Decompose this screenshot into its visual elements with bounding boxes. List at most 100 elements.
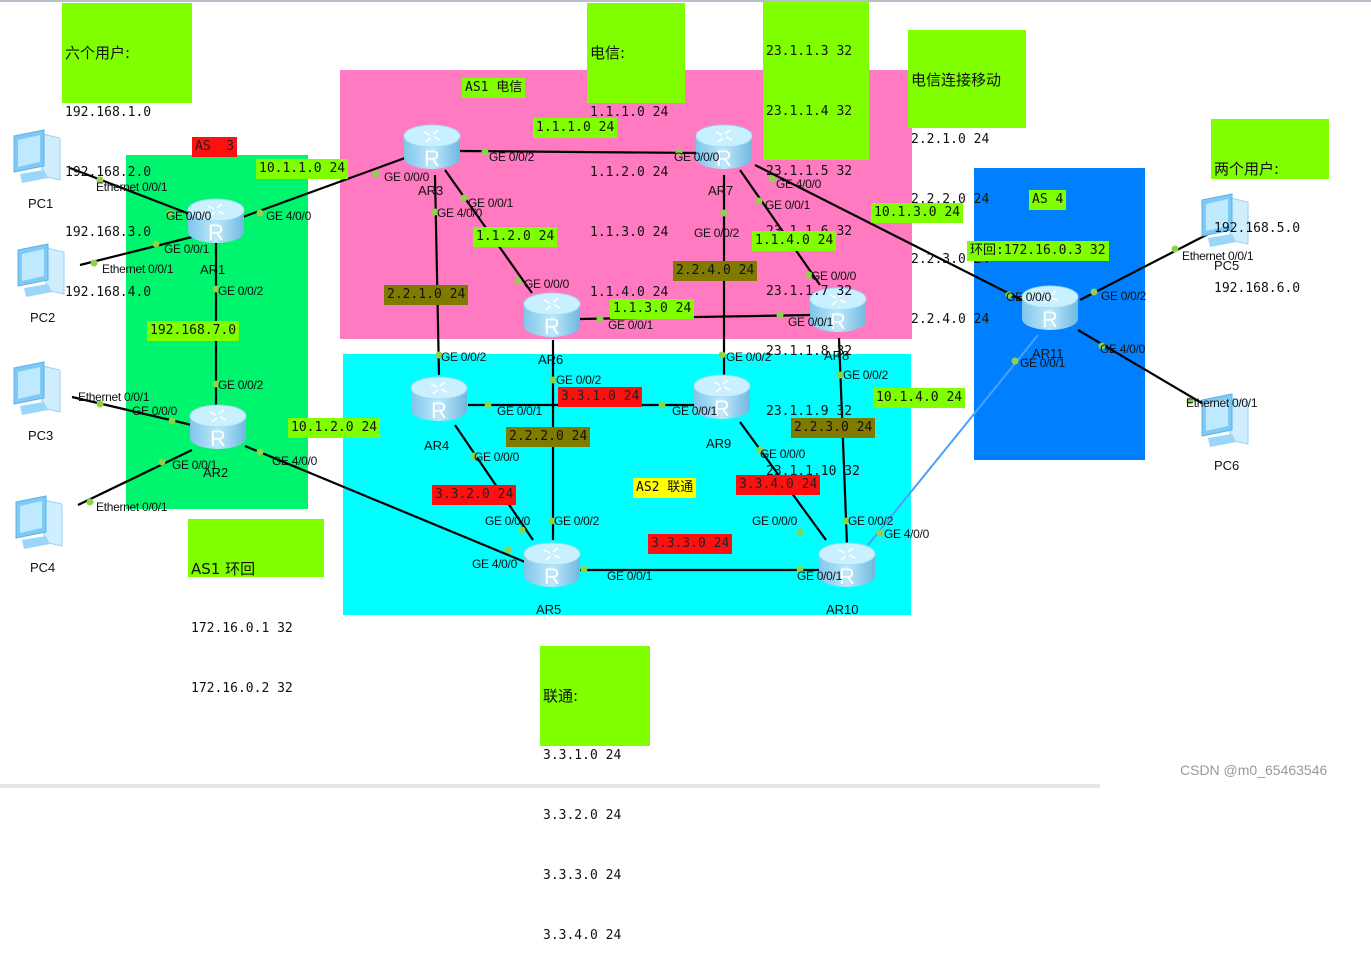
note-as1-loopback: AS1 环回 172.16.0.1 32 172.16.0.2 32 <box>188 519 324 696</box>
router-label: AR3 <box>418 183 444 198</box>
interface-label: GE 0/0/1 <box>468 196 513 210</box>
svg-text:R: R <box>544 314 560 339</box>
port-dot <box>435 351 443 359</box>
pc4-computer-icon[interactable] <box>10 492 72 554</box>
note-line: 3.3.2.0 24 <box>543 808 622 823</box>
port-dot <box>756 446 764 454</box>
router-ar5-icon[interactable]: R <box>522 540 582 590</box>
port-dot <box>1005 291 1013 299</box>
note-line: 23.1.1.4 32 <box>766 104 853 119</box>
pc-label: PC5 <box>1214 258 1240 273</box>
port-dot <box>166 209 174 217</box>
router-ar10-icon[interactable]: R <box>817 540 877 590</box>
note-title: 联通: <box>543 687 579 705</box>
note-telecom: 电信: 1.1.1.0 24 1.1.2.0 24 1.1.3.0 24 1.1… <box>587 3 685 300</box>
interface-label: GE 0/0/2 <box>1101 289 1146 303</box>
router-ar3-icon[interactable]: R <box>402 122 462 172</box>
subnet-1-1-2: 1.1.2.0 24 <box>473 227 558 247</box>
interface-label: GE 0/0/1 <box>497 404 542 418</box>
router-ar2-icon[interactable]: R <box>188 402 248 452</box>
interface-label: Ethernet 0/0/1 <box>102 262 174 276</box>
port-dot <box>836 371 844 379</box>
note-two-users: 两个用户: 192.168.5.0 192.168.6.0 <box>1211 119 1329 296</box>
pc1-computer-icon[interactable] <box>8 126 70 188</box>
pc3-computer-icon[interactable] <box>8 358 70 420</box>
link-ar11-pc6 <box>1077 329 1206 406</box>
interface-label: GE 0/0/2 <box>218 378 263 392</box>
port-dot <box>481 148 489 156</box>
subnet-10-1-3: 10.1.3.0 24 <box>871 203 964 223</box>
interface-label: GE 0/0/1 <box>797 569 842 583</box>
interface-label: GE 0/0/0 <box>760 447 805 461</box>
router-ar11-icon[interactable]: R <box>1020 283 1080 333</box>
router-ar6-icon[interactable]: R <box>522 290 582 340</box>
top-border <box>0 0 1371 2</box>
port-dot <box>470 452 478 460</box>
subnet-192-168-7: 192.168.7.0 <box>147 321 240 341</box>
port-dot <box>548 517 556 525</box>
note-line: 1.1.1.0 24 <box>590 105 669 120</box>
interface-label: GE 0/0/0 <box>474 450 519 464</box>
port-dot <box>168 417 176 425</box>
note-line: 23.1.1.9 32 <box>766 404 853 419</box>
svg-text:R: R <box>424 146 440 171</box>
subnet-1-1-1: 1.1.1.0 24 <box>533 118 618 138</box>
pc-label: PC2 <box>30 310 56 325</box>
router-ar7-icon[interactable]: R <box>694 122 754 172</box>
pc2-computer-icon[interactable] <box>12 240 74 302</box>
port-dot <box>90 259 98 267</box>
interface-label: GE 0/0/1 <box>164 242 209 256</box>
interface-label: GE 4/0/0 <box>776 177 821 191</box>
pc6-computer-icon[interactable] <box>1196 390 1258 452</box>
subnet-10-1-2: 10.1.2.0 24 <box>288 418 381 438</box>
note-title: 两个用户: <box>1214 160 1280 178</box>
router-ar8-icon[interactable]: R <box>808 285 868 335</box>
subnet-10-1-4: 10.1.4.0 24 <box>873 388 966 408</box>
pc-label: PC4 <box>30 560 56 575</box>
watermark: CSDN @m0_65463546 <box>1180 762 1328 778</box>
interface-label: GE 0/0/2 <box>726 350 771 364</box>
router-ar1-icon[interactable]: R <box>186 196 246 246</box>
subnet-2-2-4: 2.2.4.0 24 <box>673 261 758 281</box>
svg-text:R: R <box>716 146 732 171</box>
label-as3: AS 3 <box>192 137 238 157</box>
subnet-3-3-1: 3.3.1.0 24 <box>558 387 643 407</box>
note-line: 172.16.0.2 32 <box>191 681 293 696</box>
subnet-10-1-1: 10.1.1.0 24 <box>256 159 349 179</box>
interface-label: GE 0/0/0 <box>485 514 530 528</box>
interface-label: GE 0/0/0 <box>166 209 211 223</box>
note-title: AS1 环回 <box>191 560 256 578</box>
router-ar9-icon[interactable]: R <box>692 372 752 422</box>
interface-label: GE 4/0/0 <box>1100 342 1145 356</box>
router-label: AR8 <box>824 348 850 363</box>
link-ar2-ar5 <box>244 444 526 564</box>
interface-label: GE 0/0/1 <box>608 318 653 332</box>
pc5-computer-icon[interactable] <box>1196 190 1258 252</box>
port-dot <box>876 529 884 537</box>
interface-label: GE 4/0/0 <box>266 209 311 223</box>
svg-text:R: R <box>431 398 447 423</box>
note-line: 3.3.1.0 24 <box>543 748 622 763</box>
interface-label: GE 0/0/1 <box>172 458 217 472</box>
bottom-scrollbar[interactable] <box>0 784 1100 788</box>
port-dot <box>842 517 850 525</box>
note-as4-loopback: 环回:172.16.0.3 32 <box>967 241 1109 261</box>
interface-label: GE 0/0/0 <box>674 150 719 164</box>
subnet-2-2-3: 2.2.3.0 24 <box>791 418 876 438</box>
interface-label: GE 0/0/2 <box>848 514 893 528</box>
note-line: 3.3.4.0 24 <box>543 928 622 943</box>
interface-label: GE 0/0/0 <box>811 269 856 283</box>
port-dot <box>514 277 522 285</box>
port-dot <box>1090 288 1098 296</box>
router-ar4-icon[interactable]: R <box>409 374 469 424</box>
interface-label: GE 0/0/0 <box>524 277 569 291</box>
port-dot <box>518 526 526 534</box>
router-label: AR10 <box>826 602 859 617</box>
note-line: 23.1.1.8 32 <box>766 344 853 359</box>
label-as1: AS1 电信 <box>462 78 526 98</box>
router-label: AR5 <box>536 602 562 617</box>
note-six-users: 六个用户: 192.168.1.0 192.168.2.0 192.168.3.… <box>62 3 192 300</box>
port-dot <box>675 148 683 156</box>
svg-text:R: R <box>210 426 226 451</box>
interface-label: GE 0/0/2 <box>554 514 599 528</box>
